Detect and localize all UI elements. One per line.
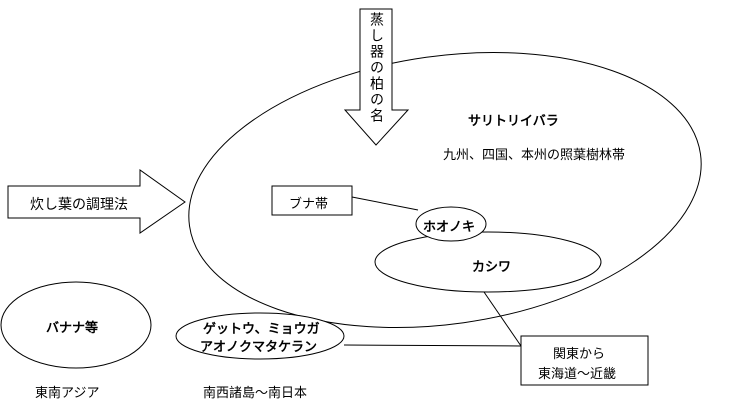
buna-connector bbox=[351, 196, 419, 211]
buna-label: ブナ帯 bbox=[289, 197, 329, 212]
banana-ellipse bbox=[0, 281, 152, 369]
kanto-box bbox=[520, 335, 649, 386]
kanto-line1: 関東から bbox=[553, 347, 606, 362]
kashiwa-connector bbox=[483, 291, 522, 347]
down-arrow-label: 蒸し器の柏の名 bbox=[368, 12, 384, 124]
down-arrow bbox=[343, 8, 410, 146]
kashiwa-ellipse bbox=[374, 231, 602, 293]
kanto-line2: 東海道〜近畿 bbox=[538, 367, 617, 382]
buna-box bbox=[271, 185, 353, 216]
big-region-sub: 九州、四国、本州の照葉樹林帯 bbox=[443, 148, 626, 163]
hoonoki-label: ホオノキ bbox=[423, 220, 476, 235]
getto-line2: アオノクマタケラン bbox=[200, 340, 318, 355]
big-region-label: サリトリイバラ bbox=[468, 114, 559, 129]
getto-line1: ゲットウ、ミョウガ bbox=[203, 322, 320, 337]
right-arrow bbox=[7, 169, 186, 234]
nansei-label: 南西諸島〜南日本 bbox=[203, 386, 308, 401]
big-region-ellipse bbox=[188, 52, 702, 328]
right-arrow-label: 炊し葉の調理法 bbox=[30, 197, 128, 213]
banana-label: バナナ等 bbox=[46, 321, 99, 336]
kashiwa-label: カシワ bbox=[472, 260, 512, 275]
getto-connector bbox=[343, 344, 522, 347]
hoonoki-ellipse bbox=[415, 206, 487, 242]
getto-ellipse bbox=[175, 312, 345, 360]
sea-label: 東南アジア bbox=[35, 386, 100, 401]
